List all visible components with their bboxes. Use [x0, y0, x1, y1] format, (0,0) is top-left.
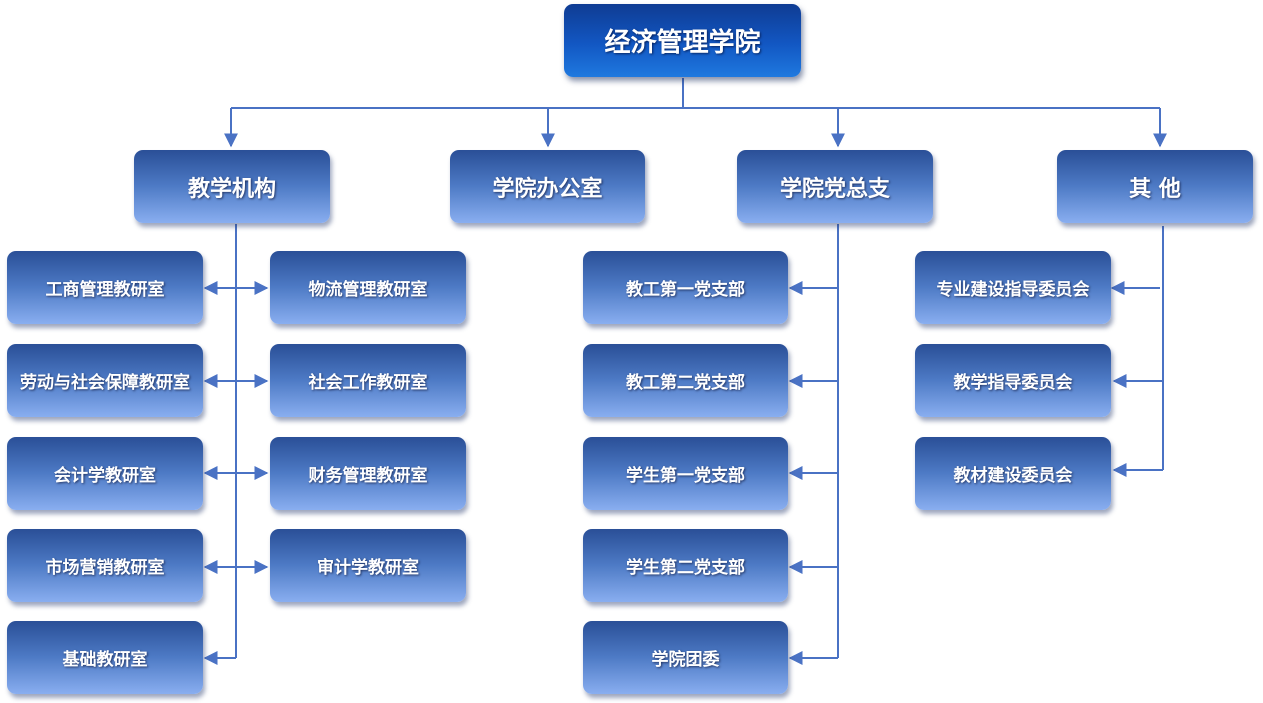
teaching-node: 基础教研室: [7, 621, 203, 694]
teaching-node: 工商管理教研室: [7, 251, 203, 324]
branch-teaching: 教学机构: [134, 150, 330, 223]
party-node: 学生第二党支部: [583, 529, 788, 602]
teaching-node: 审计学教研室: [270, 529, 466, 602]
teaching-node: 物流管理教研室: [270, 251, 466, 324]
party-node: 学院团委: [583, 621, 788, 694]
party-node: 教工第二党支部: [583, 344, 788, 417]
branch-party: 学院党总支: [737, 150, 933, 223]
branch-office: 学院办公室: [450, 150, 645, 223]
party-node: 学生第一党支部: [583, 437, 788, 510]
party-node: 教工第一党支部: [583, 251, 788, 324]
teaching-node: 会计学教研室: [7, 437, 203, 510]
teaching-node: 市场营销教研室: [7, 529, 203, 602]
other-node: 教材建设委员会: [915, 437, 1111, 510]
root-node: 经济管理学院: [564, 4, 801, 77]
teaching-node: 社会工作教研室: [270, 344, 466, 417]
other-node: 教学指导委员会: [915, 344, 1111, 417]
other-node: 专业建设指导委员会: [915, 251, 1111, 324]
teaching-node: 劳动与社会保障教研室: [7, 344, 203, 417]
branch-other: 其 他: [1057, 150, 1253, 223]
teaching-node: 财务管理教研室: [270, 437, 466, 510]
